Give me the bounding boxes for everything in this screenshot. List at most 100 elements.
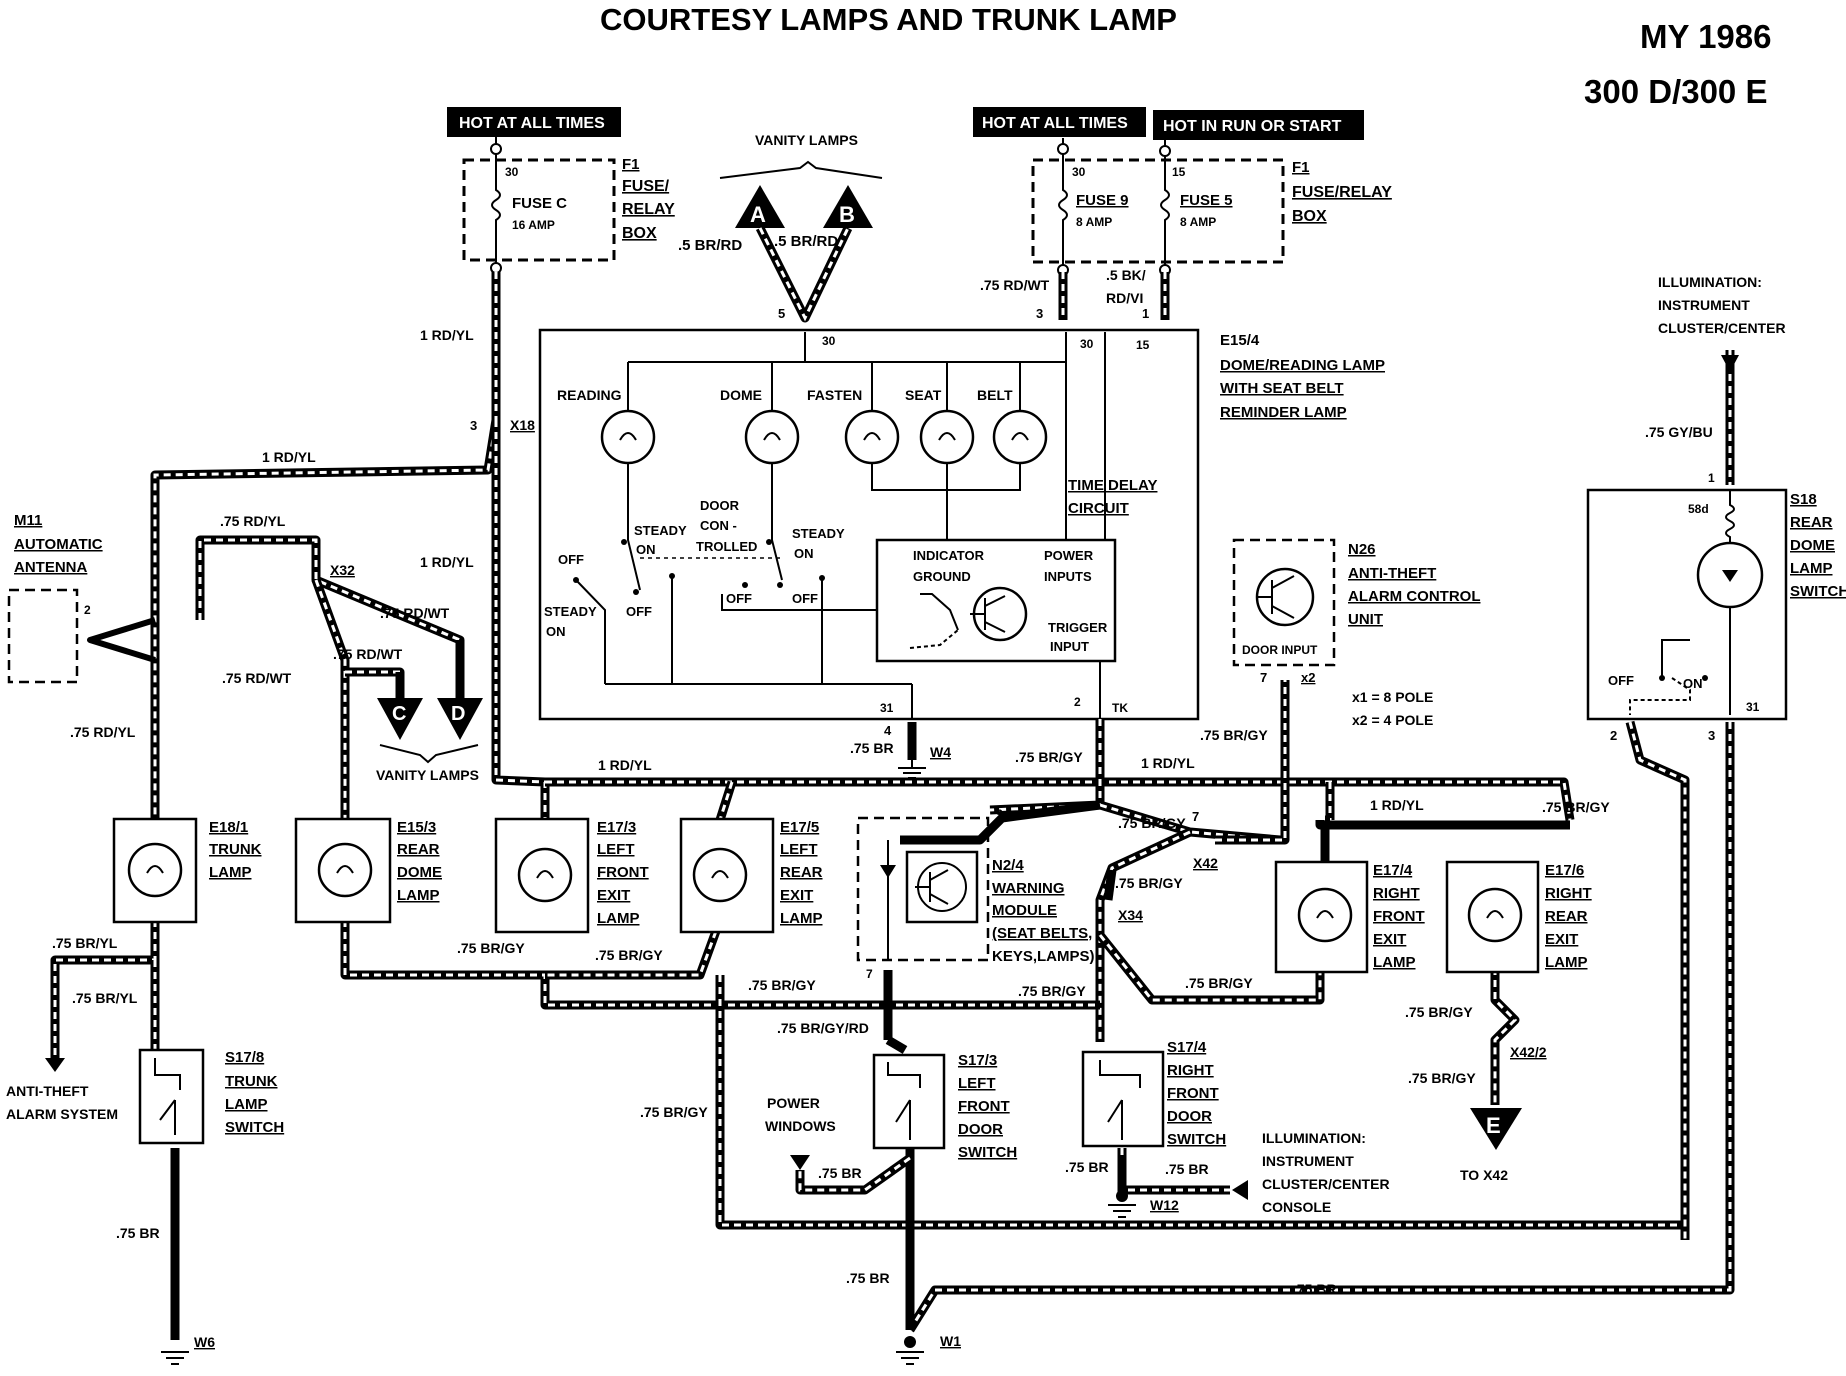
svg-text:ON: ON	[1683, 676, 1703, 691]
svg-text:8 AMP: 8 AMP	[1076, 215, 1112, 229]
x32-label: X32	[330, 562, 355, 578]
right-front-door-switch: S17/4 RIGHT FRONT DOOR SWITCH	[1081, 1039, 1226, 1148]
svg-text:(SEAT BELTS,: (SEAT BELTS,	[992, 925, 1092, 942]
svg-text:SWITCH: SWITCH	[958, 1144, 1017, 1161]
svg-text:FUSE C: FUSE C	[512, 195, 567, 212]
svg-text:15: 15	[1136, 338, 1150, 352]
svg-text:DOME: DOME	[397, 864, 442, 881]
svg-text:58d: 58d	[1688, 502, 1709, 516]
svg-text:30: 30	[822, 334, 836, 348]
svg-text:LAMP: LAMP	[225, 1096, 268, 1113]
svg-text:ILLUMINATION:: ILLUMINATION:	[1262, 1130, 1366, 1146]
anti-theft-control-unit: DOOR INPUT 7 x2 N26 ANTI-THEFT ALARM CON…	[1232, 538, 1480, 728]
svg-text:31: 31	[880, 701, 894, 715]
svg-text:.75 BR: .75 BR	[1293, 1281, 1337, 1297]
svg-text:RELAY: RELAY	[622, 201, 675, 218]
svg-text:5: 5	[778, 306, 785, 321]
right-front-exit-lamp: E17/4 RIGHT FRONT EXIT LAMP	[1274, 860, 1425, 974]
svg-text:DOOR INPUT: DOOR INPUT	[1242, 643, 1318, 657]
svg-text:REAR: REAR	[780, 864, 823, 881]
svg-text:S17/8: S17/8	[225, 1049, 264, 1066]
svg-text:8 AMP: 8 AMP	[1180, 215, 1216, 229]
svg-text:WINDOWS: WINDOWS	[765, 1118, 836, 1134]
connector-labels: X18 3 X32 X42 7 X34 X42/2	[330, 417, 1547, 1060]
svg-text:FRONT: FRONT	[597, 864, 649, 881]
svg-text:.75 BR/GY: .75 BR/GY	[1018, 983, 1086, 999]
svg-text:AUTOMATIC: AUTOMATIC	[14, 536, 103, 553]
model-name: 300 D/300 E	[1584, 73, 1767, 110]
svg-text:M11: M11	[14, 512, 42, 529]
svg-text:.75 RD/YL: .75 RD/YL	[70, 724, 136, 740]
right-rear-exit-lamp: E17/6 RIGHT REAR EXIT LAMP	[1445, 860, 1592, 974]
model-year: MY 1986	[1640, 18, 1771, 55]
rear-dome-lamp: E15/3 REAR DOME LAMP	[294, 817, 442, 924]
svg-text:S18: S18	[1790, 491, 1817, 508]
ground-w4: W4	[898, 744, 951, 779]
svg-text:LAMP: LAMP	[209, 864, 252, 881]
svg-text:TK: TK	[1112, 701, 1128, 715]
svg-text:UNIT: UNIT	[1348, 611, 1383, 628]
svg-text:.75 BR: .75 BR	[818, 1165, 862, 1181]
svg-text:VANITY LAMPS: VANITY LAMPS	[376, 767, 479, 783]
svg-text:FASTEN: FASTEN	[807, 387, 862, 403]
diagram-title: COURTESY LAMPS AND TRUNK LAMP	[600, 2, 1177, 37]
svg-text:HOT AT ALL TIMES: HOT AT ALL TIMES	[459, 115, 605, 132]
automatic-antenna: M11 AUTOMATIC ANTENNA 2	[7, 512, 103, 684]
svg-text:1 RD/YL: 1 RD/YL	[1370, 797, 1424, 813]
svg-text:TROLLED: TROLLED	[696, 539, 757, 554]
svg-text:1: 1	[1708, 471, 1715, 485]
svg-text:1 RD/YL: 1 RD/YL	[262, 449, 316, 465]
svg-text:LAMP: LAMP	[1373, 954, 1416, 971]
svg-text:REMINDER LAMP: REMINDER LAMP	[1220, 404, 1347, 421]
illumination-top: ILLUMINATION: INSTRUMENT CLUSTER/CENTER	[1658, 274, 1786, 372]
svg-text:TRUNK: TRUNK	[225, 1073, 278, 1090]
fuse-box-left: 30 FUSE C 16 AMP F1 FUSE/ RELAY BOX	[462, 137, 675, 274]
svg-text:ON: ON	[636, 542, 656, 557]
svg-text:OFF: OFF	[726, 591, 752, 606]
svg-text:E17/5: E17/5	[780, 819, 819, 836]
svg-text:ALARM CONTROL: ALARM CONTROL	[1348, 588, 1480, 605]
hot-at-all-times-left: HOT AT ALL TIMES	[447, 107, 621, 137]
svg-text:16 AMP: 16 AMP	[512, 218, 555, 232]
svg-text:STEADY: STEADY	[544, 604, 597, 619]
svg-text:LEFT: LEFT	[780, 841, 818, 858]
svg-text:BELT: BELT	[977, 387, 1013, 403]
svg-text:TRIGGER: TRIGGER	[1048, 620, 1108, 635]
svg-text:.75 BR: .75 BR	[850, 740, 894, 756]
svg-text:REAR: REAR	[397, 841, 440, 858]
svg-text:.75 BR/YL: .75 BR/YL	[72, 990, 138, 1006]
svg-text:15: 15	[1172, 165, 1186, 179]
svg-text:.75 BR/GY: .75 BR/GY	[1015, 749, 1083, 765]
hot-in-run-or-start: HOT IN RUN OR START	[1153, 110, 1364, 140]
warning-module: 5 7 N2/4 WARNING MODULE (SEAT BELTS, KEY…	[856, 804, 1095, 981]
svg-text:SEAT: SEAT	[905, 387, 942, 403]
svg-text:S17/4: S17/4	[1167, 1039, 1207, 1056]
svg-text:LEFT: LEFT	[597, 841, 635, 858]
svg-text:LAMP: LAMP	[1790, 560, 1833, 577]
svg-text:FRONT: FRONT	[1373, 908, 1425, 925]
svg-text:3: 3	[470, 418, 477, 433]
svg-text:ILLUMINATION:: ILLUMINATION:	[1658, 274, 1762, 290]
trunk-lamp: E18/1 TRUNK LAMP	[112, 817, 262, 924]
svg-text:OFF: OFF	[1608, 673, 1634, 688]
svg-text:W12: W12	[1150, 1197, 1179, 1213]
svg-text:ON: ON	[546, 624, 566, 639]
svg-text:E: E	[1486, 1113, 1501, 1138]
svg-text:EXIT: EXIT	[1545, 931, 1578, 948]
svg-text:STEADY: STEADY	[634, 523, 687, 538]
svg-text:2: 2	[1610, 728, 1617, 743]
svg-text:1 RD/YL: 1 RD/YL	[598, 757, 652, 773]
svg-text:CLUSTER/CENTER: CLUSTER/CENTER	[1658, 320, 1786, 336]
svg-text:CIRCUIT: CIRCUIT	[1068, 500, 1129, 517]
svg-text:.75 RD/YL: .75 RD/YL	[220, 513, 286, 529]
svg-text:.75 BR/GY: .75 BR/GY	[595, 947, 663, 963]
svg-text:DOOR: DOOR	[958, 1121, 1003, 1138]
svg-text:x2: x2	[1301, 670, 1315, 685]
svg-text:HOT IN RUN OR START: HOT IN RUN OR START	[1163, 118, 1342, 135]
svg-text:DOME: DOME	[720, 387, 762, 403]
svg-text:REAR: REAR	[1545, 908, 1588, 925]
svg-text:C: C	[392, 703, 406, 725]
svg-text:READING: READING	[557, 387, 622, 403]
svg-text:POWER: POWER	[767, 1095, 820, 1111]
